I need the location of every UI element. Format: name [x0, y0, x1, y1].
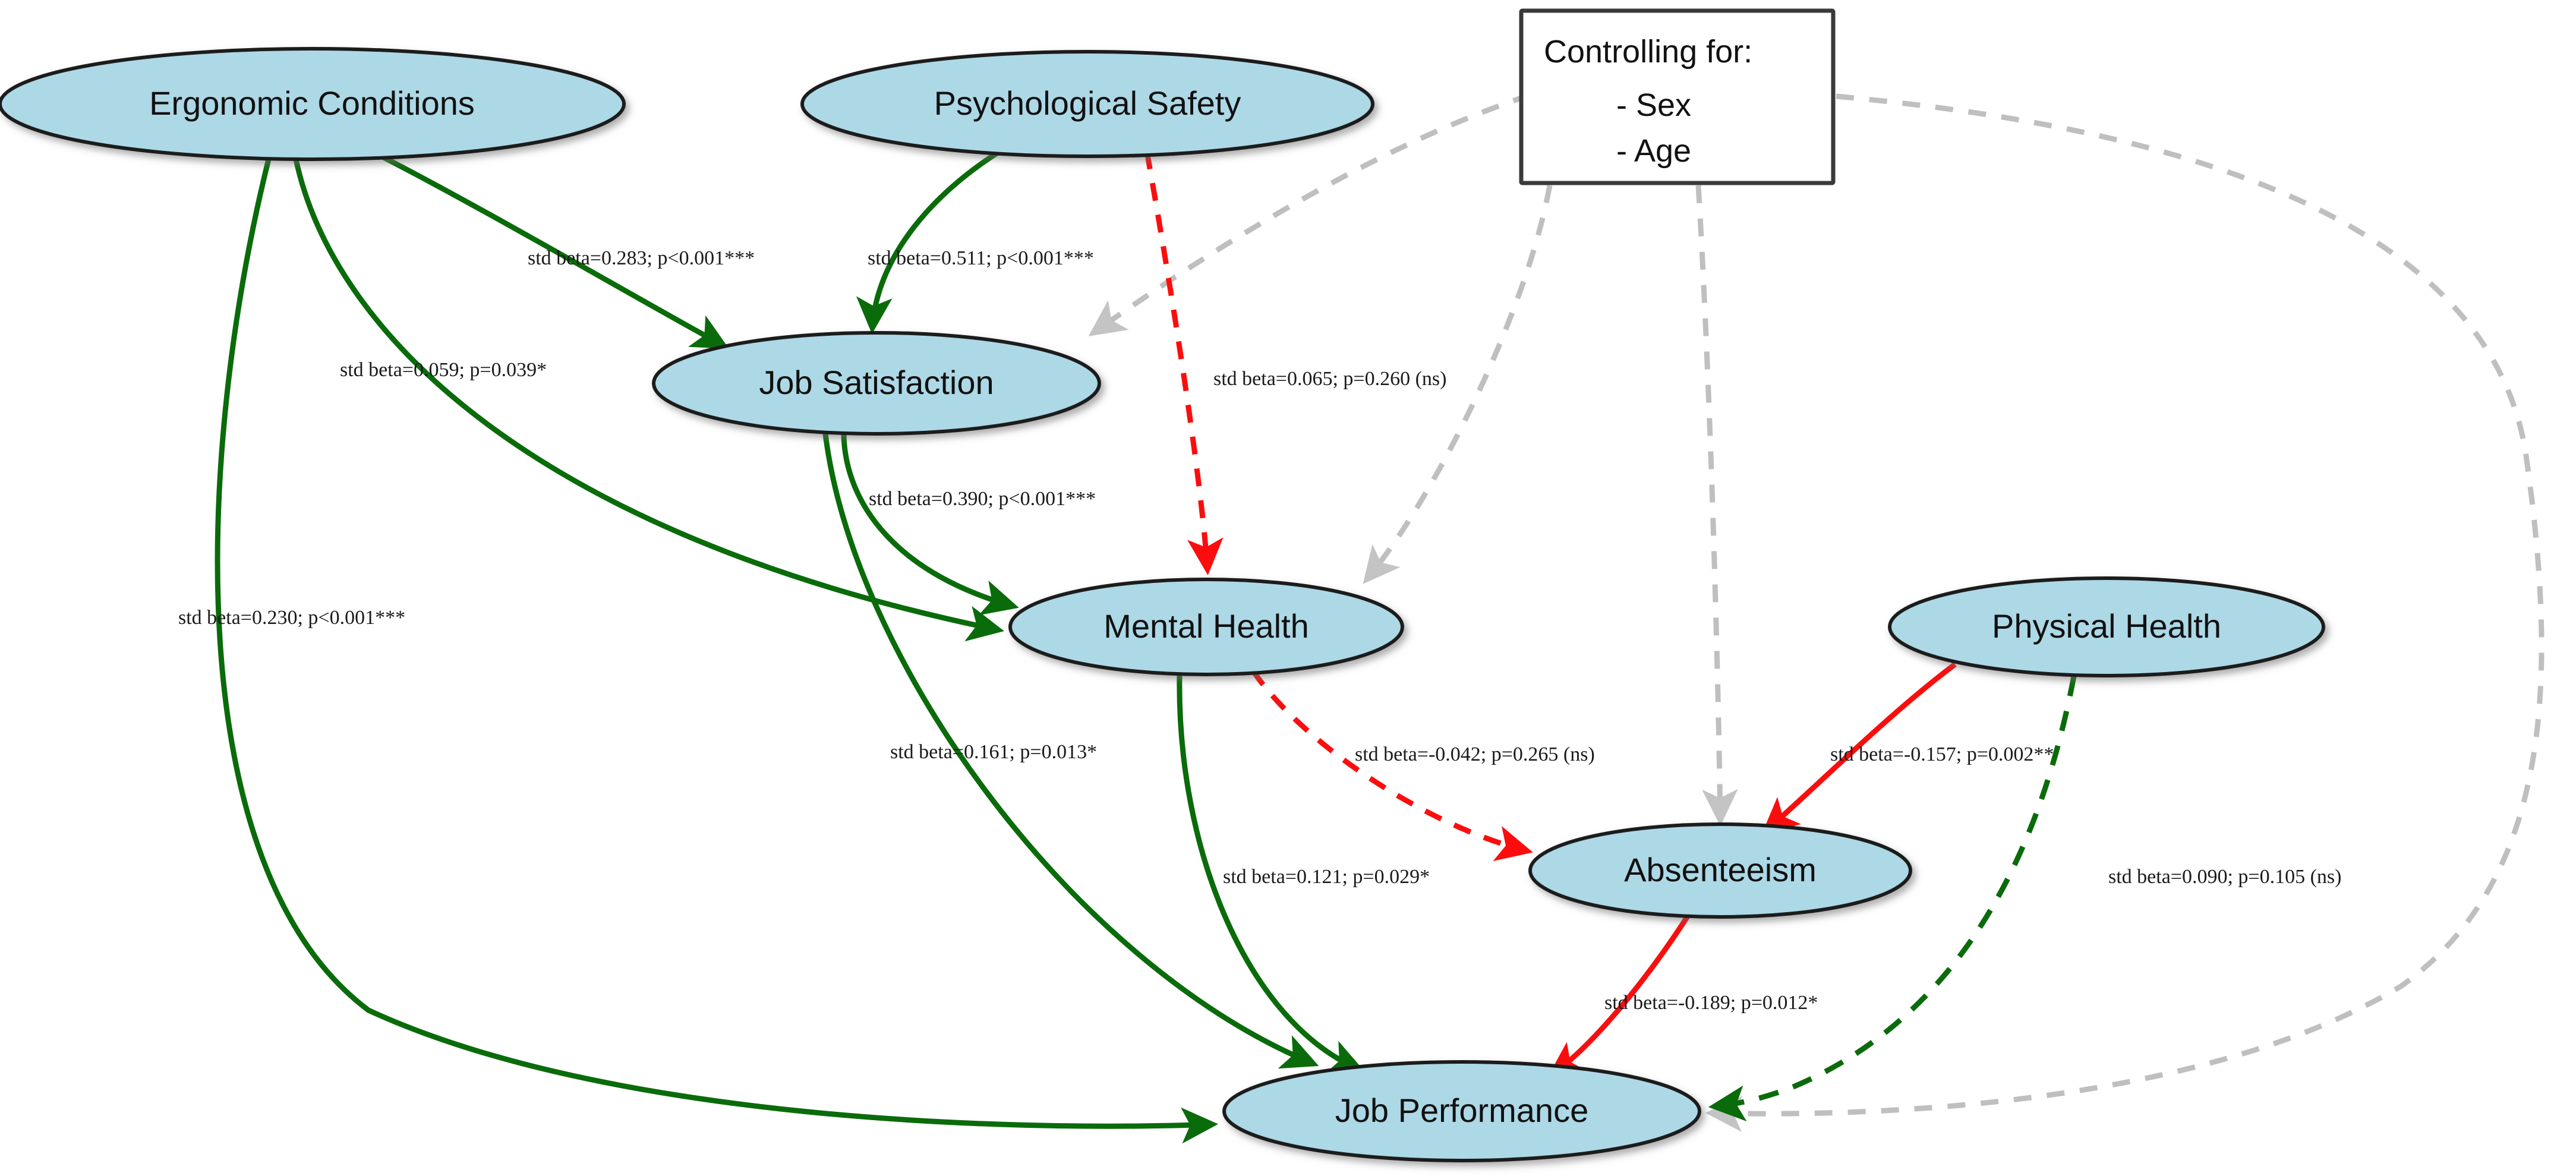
edge-absenteeism-to-jobperformance [1547, 915, 1690, 1078]
ellipse-shape[interactable] [1888, 576, 2325, 677]
edge-label-absenteeism-jobperformance: std beta=-0.189; p=0.012* [1604, 992, 1818, 1014]
edge-mentalhealth-to-absenteeism [1250, 669, 1533, 862]
ellipse-shape[interactable] [1222, 1060, 1701, 1162]
ellipse-shape[interactable] [1528, 822, 1912, 919]
ellipse-shape[interactable] [1008, 578, 1404, 676]
control-edge-absenteeism [1695, 185, 1738, 827]
node-label: Mental Health [1103, 607, 1309, 645]
edge-label-jobsatisfaction-mentalhealth: std beta=0.390; p<0.001*** [869, 488, 1096, 510]
node-label: Absenteeism [1624, 851, 1817, 888]
control-box-item-age: - Age [1616, 133, 1691, 169]
edge-label-physicalhealth-absenteeism: std beta=-0.157; p=0.002** [1830, 743, 2054, 765]
edge-ergonomic-to-jobsatisfaction [379, 153, 729, 349]
node-job-satisfaction[interactable]: Job Satisfaction [652, 331, 1101, 436]
node-job-performance[interactable]: Job Performance [1222, 1060, 1701, 1162]
edge-physicalhealth-to-jobperformance [1708, 676, 2077, 1122]
edge-mentalhealth-to-jobperformance [1177, 674, 1366, 1074]
control-path-group [1088, 92, 2545, 1132]
edge-psychsafety-to-mentalhealth [1144, 151, 1224, 576]
edge-label-psychsafety-jobsatisfaction: std beta=0.511; p<0.001*** [868, 247, 1094, 269]
node-psychological-safety[interactable]: Psychological Safety [800, 50, 1374, 158]
edge-jobsatisfaction-to-jobperformance [822, 428, 1319, 1069]
edge-label-psychsafety-mentalhealth: std beta=0.065; p=0.260 (ns) [1213, 368, 1446, 390]
ellipse-shape[interactable] [800, 50, 1374, 158]
controlling-for-box: Controlling for: - Sex - Age [1519, 8, 1836, 185]
edge-label-ergonomic-jobsatisfaction: std beta=0.283; p<0.001*** [528, 247, 755, 269]
edge-label-physicalhealth-jobperformance: std beta=0.090; p=0.105 (ns) [2108, 866, 2341, 888]
node-physical-health[interactable]: Physical Health [1888, 576, 2325, 677]
node-label: Job Satisfaction [759, 364, 994, 401]
control-box-title: Controlling for: [1544, 34, 1752, 70]
node-ergonomic-conditions[interactable]: Ergonomic Conditions [0, 47, 626, 161]
ellipse-shape[interactable] [0, 47, 626, 161]
edge-label-jobsatisfaction-jobperformance: std beta=0.161; p=0.013* [890, 741, 1097, 763]
edge-psychsafety-to-jobsatisfaction [856, 146, 1006, 335]
node-absenteeism[interactable]: Absenteeism [1528, 822, 1912, 919]
edge-ergonomic-to-mentalhealth [293, 159, 1004, 642]
node-label: Ergonomic Conditions [149, 84, 475, 122]
edge-label-group: std beta=0.283; p<0.001*** std beta=0.05… [178, 247, 2341, 1014]
edge-label-ergonomic-jobperformance: std beta=0.230; p<0.001*** [178, 607, 405, 629]
control-edge-jobperformance [1705, 93, 2545, 1132]
node-label: Physical Health [1992, 607, 2221, 645]
node-mental-health[interactable]: Mental Health [1008, 578, 1404, 676]
control-box-rect [1519, 8, 1836, 185]
stat-path-group [215, 146, 2077, 1144]
edge-label-mentalhealth-absenteeism: std beta=-0.042; p=0.265 (ns) [1355, 743, 1595, 765]
node-label: Psychological Safety [934, 84, 1241, 122]
edge-label-ergonomic-mentalhealth: std beta=0.059; p=0.039* [340, 359, 547, 381]
control-box-item-sex: - Sex [1616, 87, 1691, 123]
control-edge-jobsat [1088, 92, 1531, 336]
edge-jobsatisfaction-to-mentalhealth [841, 432, 1019, 616]
edge-ergonomic-to-jobperformance [215, 158, 1219, 1144]
edge-physicalhealth-to-absenteeism [1761, 662, 1957, 835]
node-label: Job Performance [1335, 1092, 1588, 1129]
edge-label-mentalhealth-jobperformance: std beta=0.121; p=0.029* [1223, 866, 1430, 888]
ellipse-shape[interactable] [652, 331, 1101, 436]
